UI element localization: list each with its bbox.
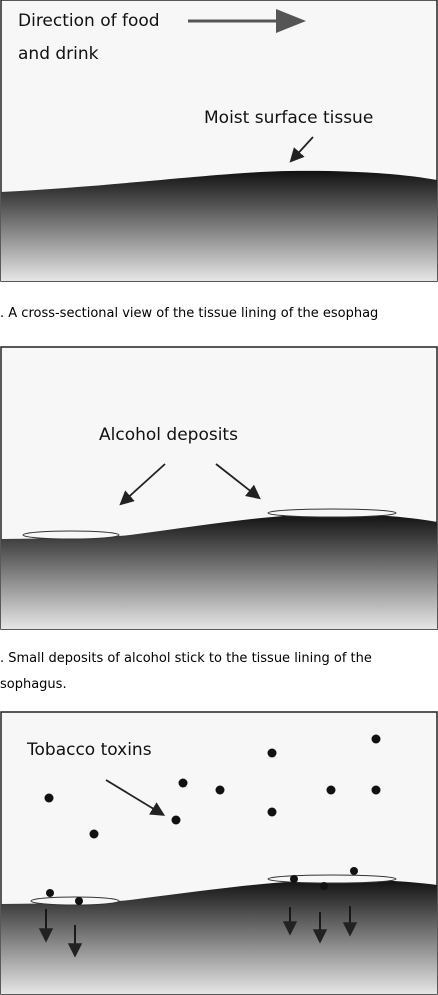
tissue-layer	[1, 170, 437, 281]
toxin-particle	[89, 829, 99, 839]
surface-tissue-label: Moist surface tissue	[204, 108, 373, 128]
toxins-arrow	[105, 779, 166, 816]
toxin-particle	[371, 785, 381, 795]
alcohol-deposit-right	[267, 874, 397, 884]
deposit-arrow-right	[215, 463, 261, 500]
toxin-particle	[320, 882, 328, 890]
tobacco-toxins-diagram: Tobacco toxins	[0, 711, 438, 995]
alcohol-deposit-left	[22, 530, 120, 540]
toxin-particle	[171, 815, 181, 825]
tissue-cross-section-diagram: Direction of food and drink Moist surfac…	[0, 0, 438, 282]
surface-tissue-arrow	[289, 136, 314, 163]
panel2-caption-line2: sophagus.	[0, 677, 67, 692]
panel-alcohol-deposits: Alcohol deposits	[0, 346, 438, 630]
deposit-arrow-left	[119, 463, 166, 506]
direction-label-line1: Direction of food	[18, 11, 160, 31]
toxin-particle	[44, 793, 54, 803]
toxin-particle	[215, 785, 225, 795]
direction-label-line2: and drink	[18, 44, 99, 64]
toxin-particle	[267, 807, 277, 817]
toxin-particle	[326, 785, 336, 795]
alcohol-deposit-right	[267, 508, 397, 518]
tissue-layer	[1, 514, 437, 629]
panel-tobacco-toxins: Tobacco toxins	[0, 711, 438, 995]
alcohol-deposits-label: Alcohol deposits	[99, 425, 238, 445]
panel-tissue-cross-section: Direction of food and drink Moist surfac…	[0, 0, 438, 282]
toxin-particle	[371, 734, 381, 744]
panel1-caption: . A cross-sectional view of the tissue l…	[0, 306, 379, 321]
alcohol-deposits-diagram: Alcohol deposits	[0, 346, 438, 630]
toxin-particle	[290, 875, 298, 883]
tissue-layer	[1, 879, 437, 994]
toxin-particle	[350, 867, 358, 875]
toxin-particle	[267, 748, 277, 758]
tobacco-toxins-label: Tobacco toxins	[26, 740, 152, 760]
toxin-particle	[178, 778, 188, 788]
toxin-particle	[46, 889, 54, 897]
panel2-caption-line1: . Small deposits of alcohol stick to the…	[0, 651, 372, 666]
toxin-particle	[75, 897, 83, 905]
